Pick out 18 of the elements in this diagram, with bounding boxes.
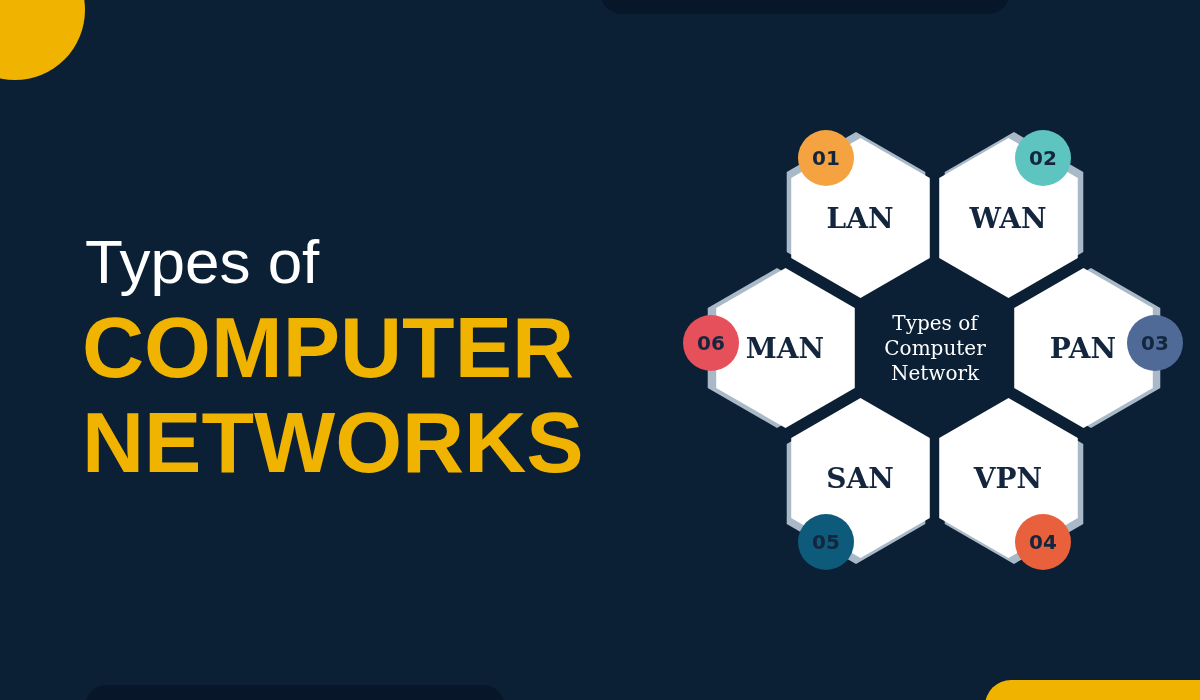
network-type-label: LAN xyxy=(826,201,894,235)
network-type-label: WAN xyxy=(969,201,1047,235)
network-type-label: VPN xyxy=(973,461,1043,495)
badge-number: 04 xyxy=(1029,530,1057,554)
network-type-label: SAN xyxy=(826,461,894,495)
badge-number: 03 xyxy=(1141,331,1169,355)
center-title: Types of Computer Network xyxy=(883,310,987,386)
number-badge xyxy=(1127,315,1183,371)
hexagon xyxy=(790,398,930,558)
badge-number: 06 xyxy=(697,331,725,355)
badge-number: 02 xyxy=(1029,146,1057,170)
number-badge xyxy=(683,315,739,371)
network-type-label: PAN xyxy=(1049,331,1117,365)
badge-number: 05 xyxy=(812,530,840,554)
badge-number: 01 xyxy=(812,146,840,170)
heading-highlight: COMPUTER NETWORKS xyxy=(82,300,585,490)
network-type-label: MAN xyxy=(745,331,825,365)
heading-text: Types of xyxy=(85,228,321,297)
